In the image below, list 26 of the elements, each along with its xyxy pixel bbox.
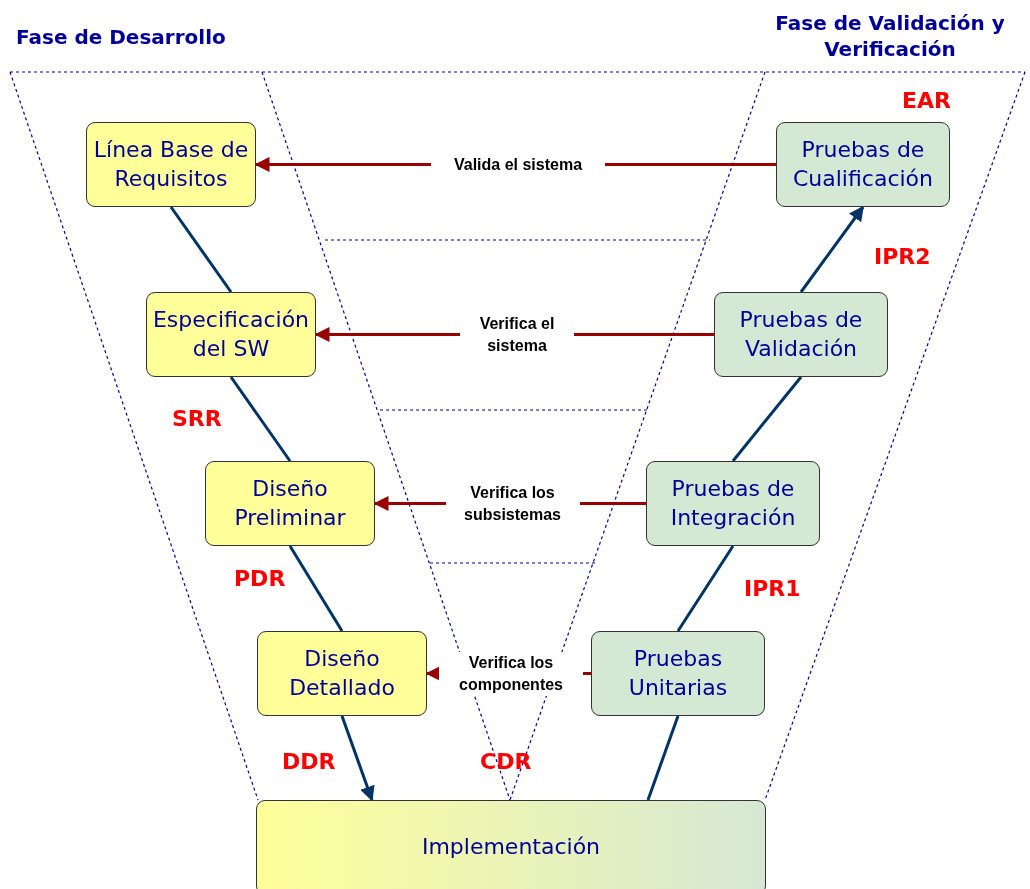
phase-heading: Fase de Desarrollo (16, 24, 227, 50)
connector-line (229, 376, 292, 462)
milestone-label: DDR (282, 749, 336, 774)
process-box: Pruebas Unitarias (591, 631, 765, 716)
process-box: Pruebas de Integración (646, 461, 820, 546)
milestone-label: IPR2 (874, 244, 931, 269)
process-box: Pruebas de Validación (714, 292, 888, 377)
edge-label: Verifica los componentes (439, 651, 583, 697)
milestone-label: EAR (902, 88, 951, 113)
process-box: Diseño Detallado (257, 631, 427, 716)
connector-line (676, 545, 735, 632)
process-box: Diseño Preliminar (205, 461, 375, 546)
arrow (799, 205, 865, 293)
phase-heading: Fase de Validación y Verificación (774, 10, 1006, 62)
milestone-label: PDR (234, 566, 286, 591)
connector-line (288, 545, 344, 632)
process-box: Especificación del SW (146, 292, 316, 377)
arrow (340, 715, 375, 802)
connector-line (169, 206, 233, 293)
milestone-label: IPR1 (744, 576, 801, 601)
process-box: Implementación (256, 800, 766, 889)
milestone-label: SRR (172, 406, 222, 431)
connector-line (731, 376, 803, 462)
connector-line (646, 715, 680, 801)
process-box: Pruebas de Cualificación (776, 122, 950, 207)
process-box: Línea Base de Requisitos (86, 122, 256, 207)
